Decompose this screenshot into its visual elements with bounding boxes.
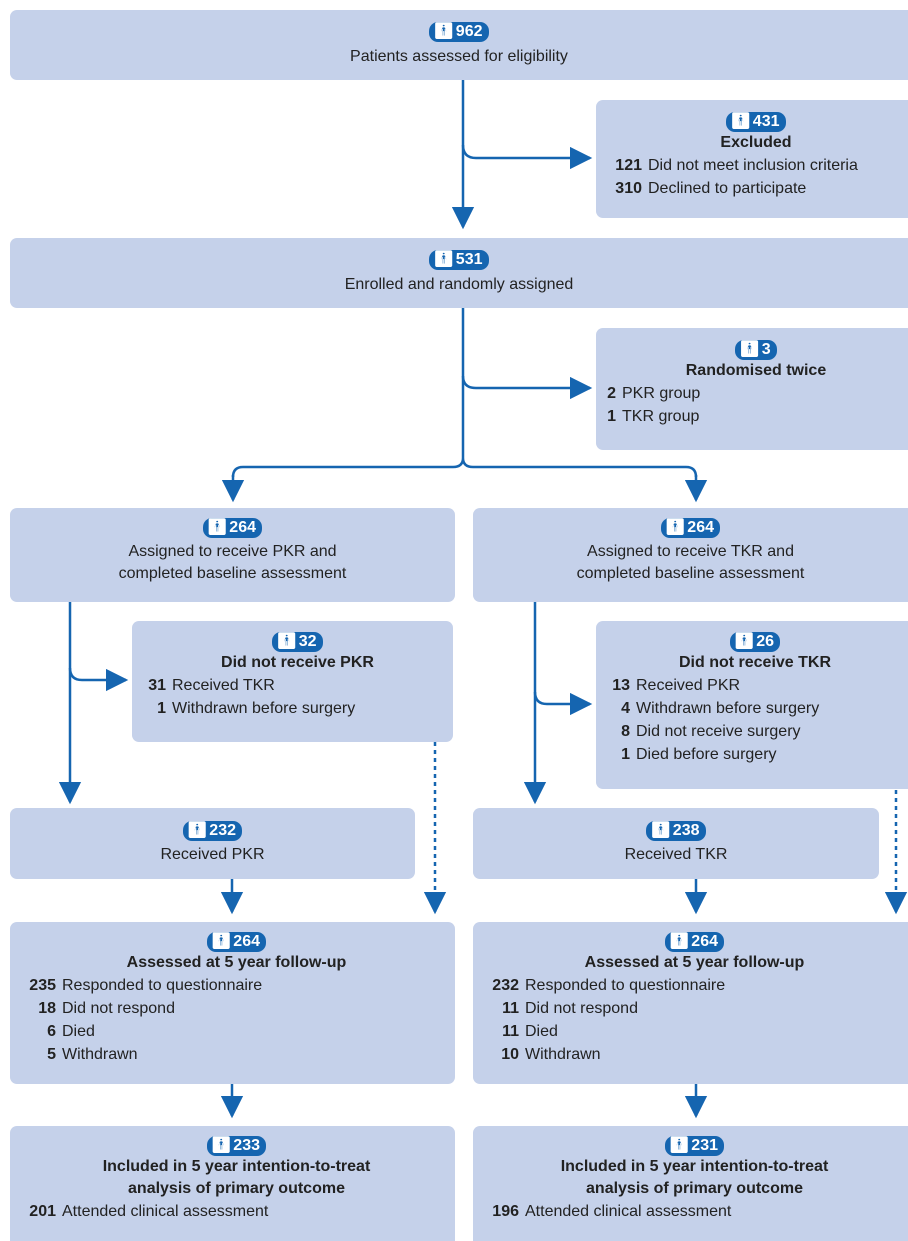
pkr-assigned-line1: Assigned to receive PKR and: [128, 543, 337, 560]
count-badge: 🚹︎264: [202, 518, 262, 538]
person-icon: 🚹︎: [433, 23, 454, 40]
pkr-assigned-box: 🚹︎264 Assigned to receive PKR and comple…: [10, 508, 455, 602]
person-icon: 🚹︎: [668, 933, 690, 950]
pkr-received-label: Received PKR: [160, 846, 265, 863]
count-badge: 🚹︎232: [182, 821, 242, 841]
count-badge: 🚹︎233: [206, 1136, 266, 1156]
count-badge: 🚹︎264: [206, 932, 266, 952]
tkr-itt-title-line1: Included in 5 year intention-to-treat: [560, 1158, 829, 1175]
person-icon: 🚹︎: [210, 933, 232, 950]
enrolled-label: Enrolled and randomly assigned: [344, 276, 574, 293]
arrow-to-excluded: [461, 144, 593, 170]
tkr-assigned-line1: Assigned to receive TKR and: [587, 543, 794, 560]
person-icon: 🚹︎: [186, 822, 208, 839]
count-badge: 🚹︎3: [735, 340, 777, 360]
twice-title: Randomised twice: [685, 362, 827, 379]
pkr-assigned-line2: completed baseline assessment: [118, 565, 347, 582]
count-badge: 🚹︎962: [429, 22, 489, 42]
person-icon: 🚹︎: [433, 251, 454, 268]
person-icon: 🚹︎: [650, 822, 671, 839]
tkr-assigned-box: 🚹︎264 Assigned to receive TKR and comple…: [473, 508, 908, 602]
person-icon: 🚹︎: [730, 113, 751, 130]
count-badge: 🚹︎32: [272, 632, 323, 652]
eligibility-label: Patients assessed for eligibility: [350, 48, 568, 65]
arrow-to-tkr-not: [533, 691, 593, 716]
person-icon: 🚹︎: [206, 519, 228, 536]
tkr-received-label: Received TKR: [624, 846, 728, 863]
tkr-received-box: 🚹︎238 Received TKR: [473, 808, 879, 879]
count-badge: 🚹︎26: [729, 632, 781, 652]
pkr-itt-title-line1: Included in 5 year intention-to-treat: [102, 1158, 371, 1175]
count-badge: 🚹︎431: [726, 112, 786, 132]
count-badge: 🚹︎264: [664, 932, 724, 952]
person-icon: 🚹︎: [276, 633, 297, 650]
count-badge: 🚹︎531: [429, 250, 489, 270]
pkr-itt-title-line2: analysis of primary outcome: [128, 1180, 345, 1197]
arrow-to-pkr-not: [68, 667, 129, 692]
count-badge: 🚹︎238: [646, 821, 706, 841]
person-icon: 🚹︎: [668, 1137, 690, 1154]
pkr-itt-box: 🚹︎233 Included in 5 year intention-to-tr…: [10, 1126, 455, 1241]
eligibility-box: 🚹︎962 Patients assessed for eligibility: [10, 10, 908, 80]
person-icon: 🚹︎: [210, 1137, 232, 1154]
arrow-to-twice: [461, 375, 593, 400]
count-badge: 🚹︎264: [660, 518, 720, 538]
tkr-itt-title-line2: analysis of primary outcome: [586, 1180, 803, 1197]
split-connector: [231, 457, 698, 478]
tkr-followup-title: Assessed at 5 year follow-up: [584, 954, 805, 971]
tkr-not-title: Did not receive TKR: [678, 654, 832, 671]
pkr-followup-title: Assessed at 5 year follow-up: [126, 954, 347, 971]
tkr-assigned-line2: completed baseline assessment: [576, 565, 805, 582]
excluded-title: Excluded: [720, 134, 792, 151]
enrolled-box: 🚹︎531 Enrolled and randomly assigned: [10, 238, 908, 308]
count-badge: 🚹︎231: [664, 1136, 724, 1156]
person-icon: 🚹︎: [739, 341, 760, 358]
pkr-received-box: 🚹︎232 Received PKR: [10, 808, 415, 879]
person-icon: 🚹︎: [664, 519, 686, 536]
pkr-not-title: Did not receive PKR: [221, 654, 374, 671]
tkr-itt-box: 🚹︎231 Included in 5 year intention-to-tr…: [473, 1126, 908, 1241]
person-icon: 🚹︎: [733, 633, 755, 650]
